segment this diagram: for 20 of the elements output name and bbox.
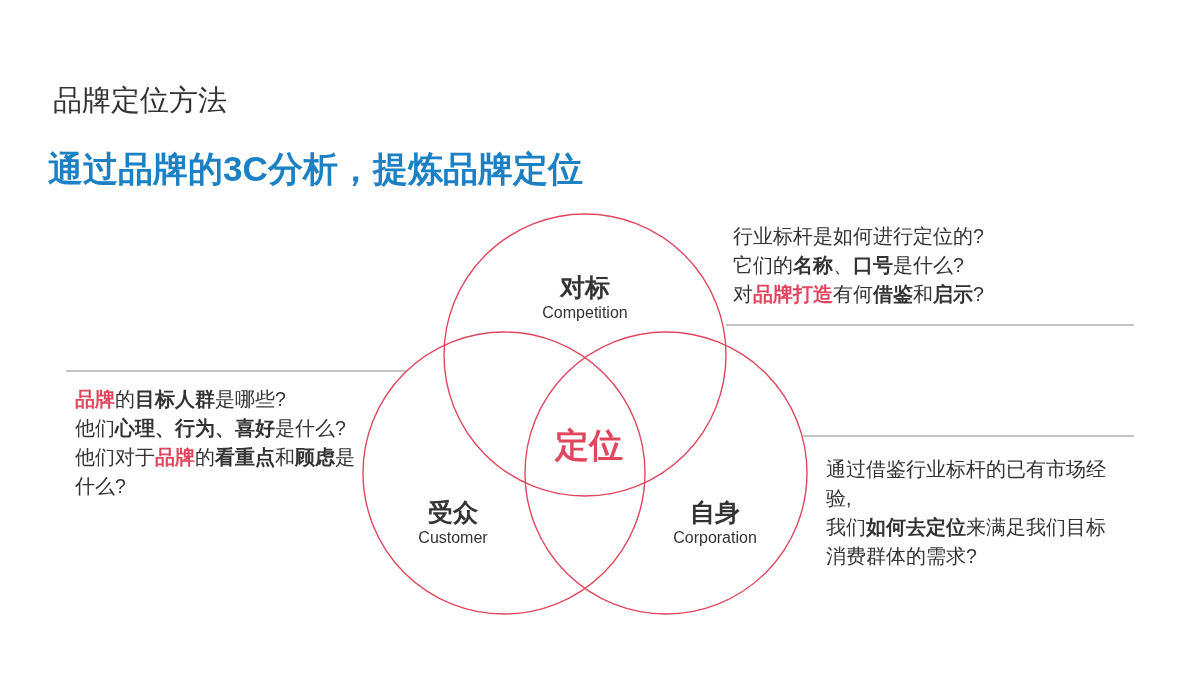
page-title: 品牌定位方法 (53, 83, 227, 118)
callout-text: 品牌的目标人群是哪些? (75, 387, 287, 412)
venn-circle (362, 331, 646, 615)
callout-text: 我们如何去定位来满足我们目标消费群体的需求? (826, 515, 1107, 569)
circle-title: 对标 (560, 272, 610, 302)
callout-text: 他们心理、行为、喜好是什么? (75, 416, 347, 441)
callout-text: 通过借鉴行业标杆的已有市场经验, (826, 457, 1107, 511)
venn-circle (443, 213, 727, 497)
circle-title: 受众 (428, 497, 478, 527)
circle-subtitle: Corporation (673, 528, 757, 548)
venn-circle (524, 331, 808, 615)
center-label: 定位 (555, 425, 623, 465)
circle-title: 自身 (690, 497, 740, 527)
callout-text: 行业标杆是如何进行定位的? (733, 224, 985, 249)
headline: 通过品牌的3C分析，提炼品牌定位 (48, 148, 583, 190)
callout-text: 对品牌打造有何借鉴和启示? (733, 282, 985, 307)
callout-text: 它们的名称、口号是什么? (733, 253, 965, 278)
callout-text: 他们对于品牌的看重点和顾虑是什么? (75, 445, 356, 499)
circle-subtitle: Competition (542, 303, 628, 323)
circle-subtitle: Customer (418, 528, 488, 548)
